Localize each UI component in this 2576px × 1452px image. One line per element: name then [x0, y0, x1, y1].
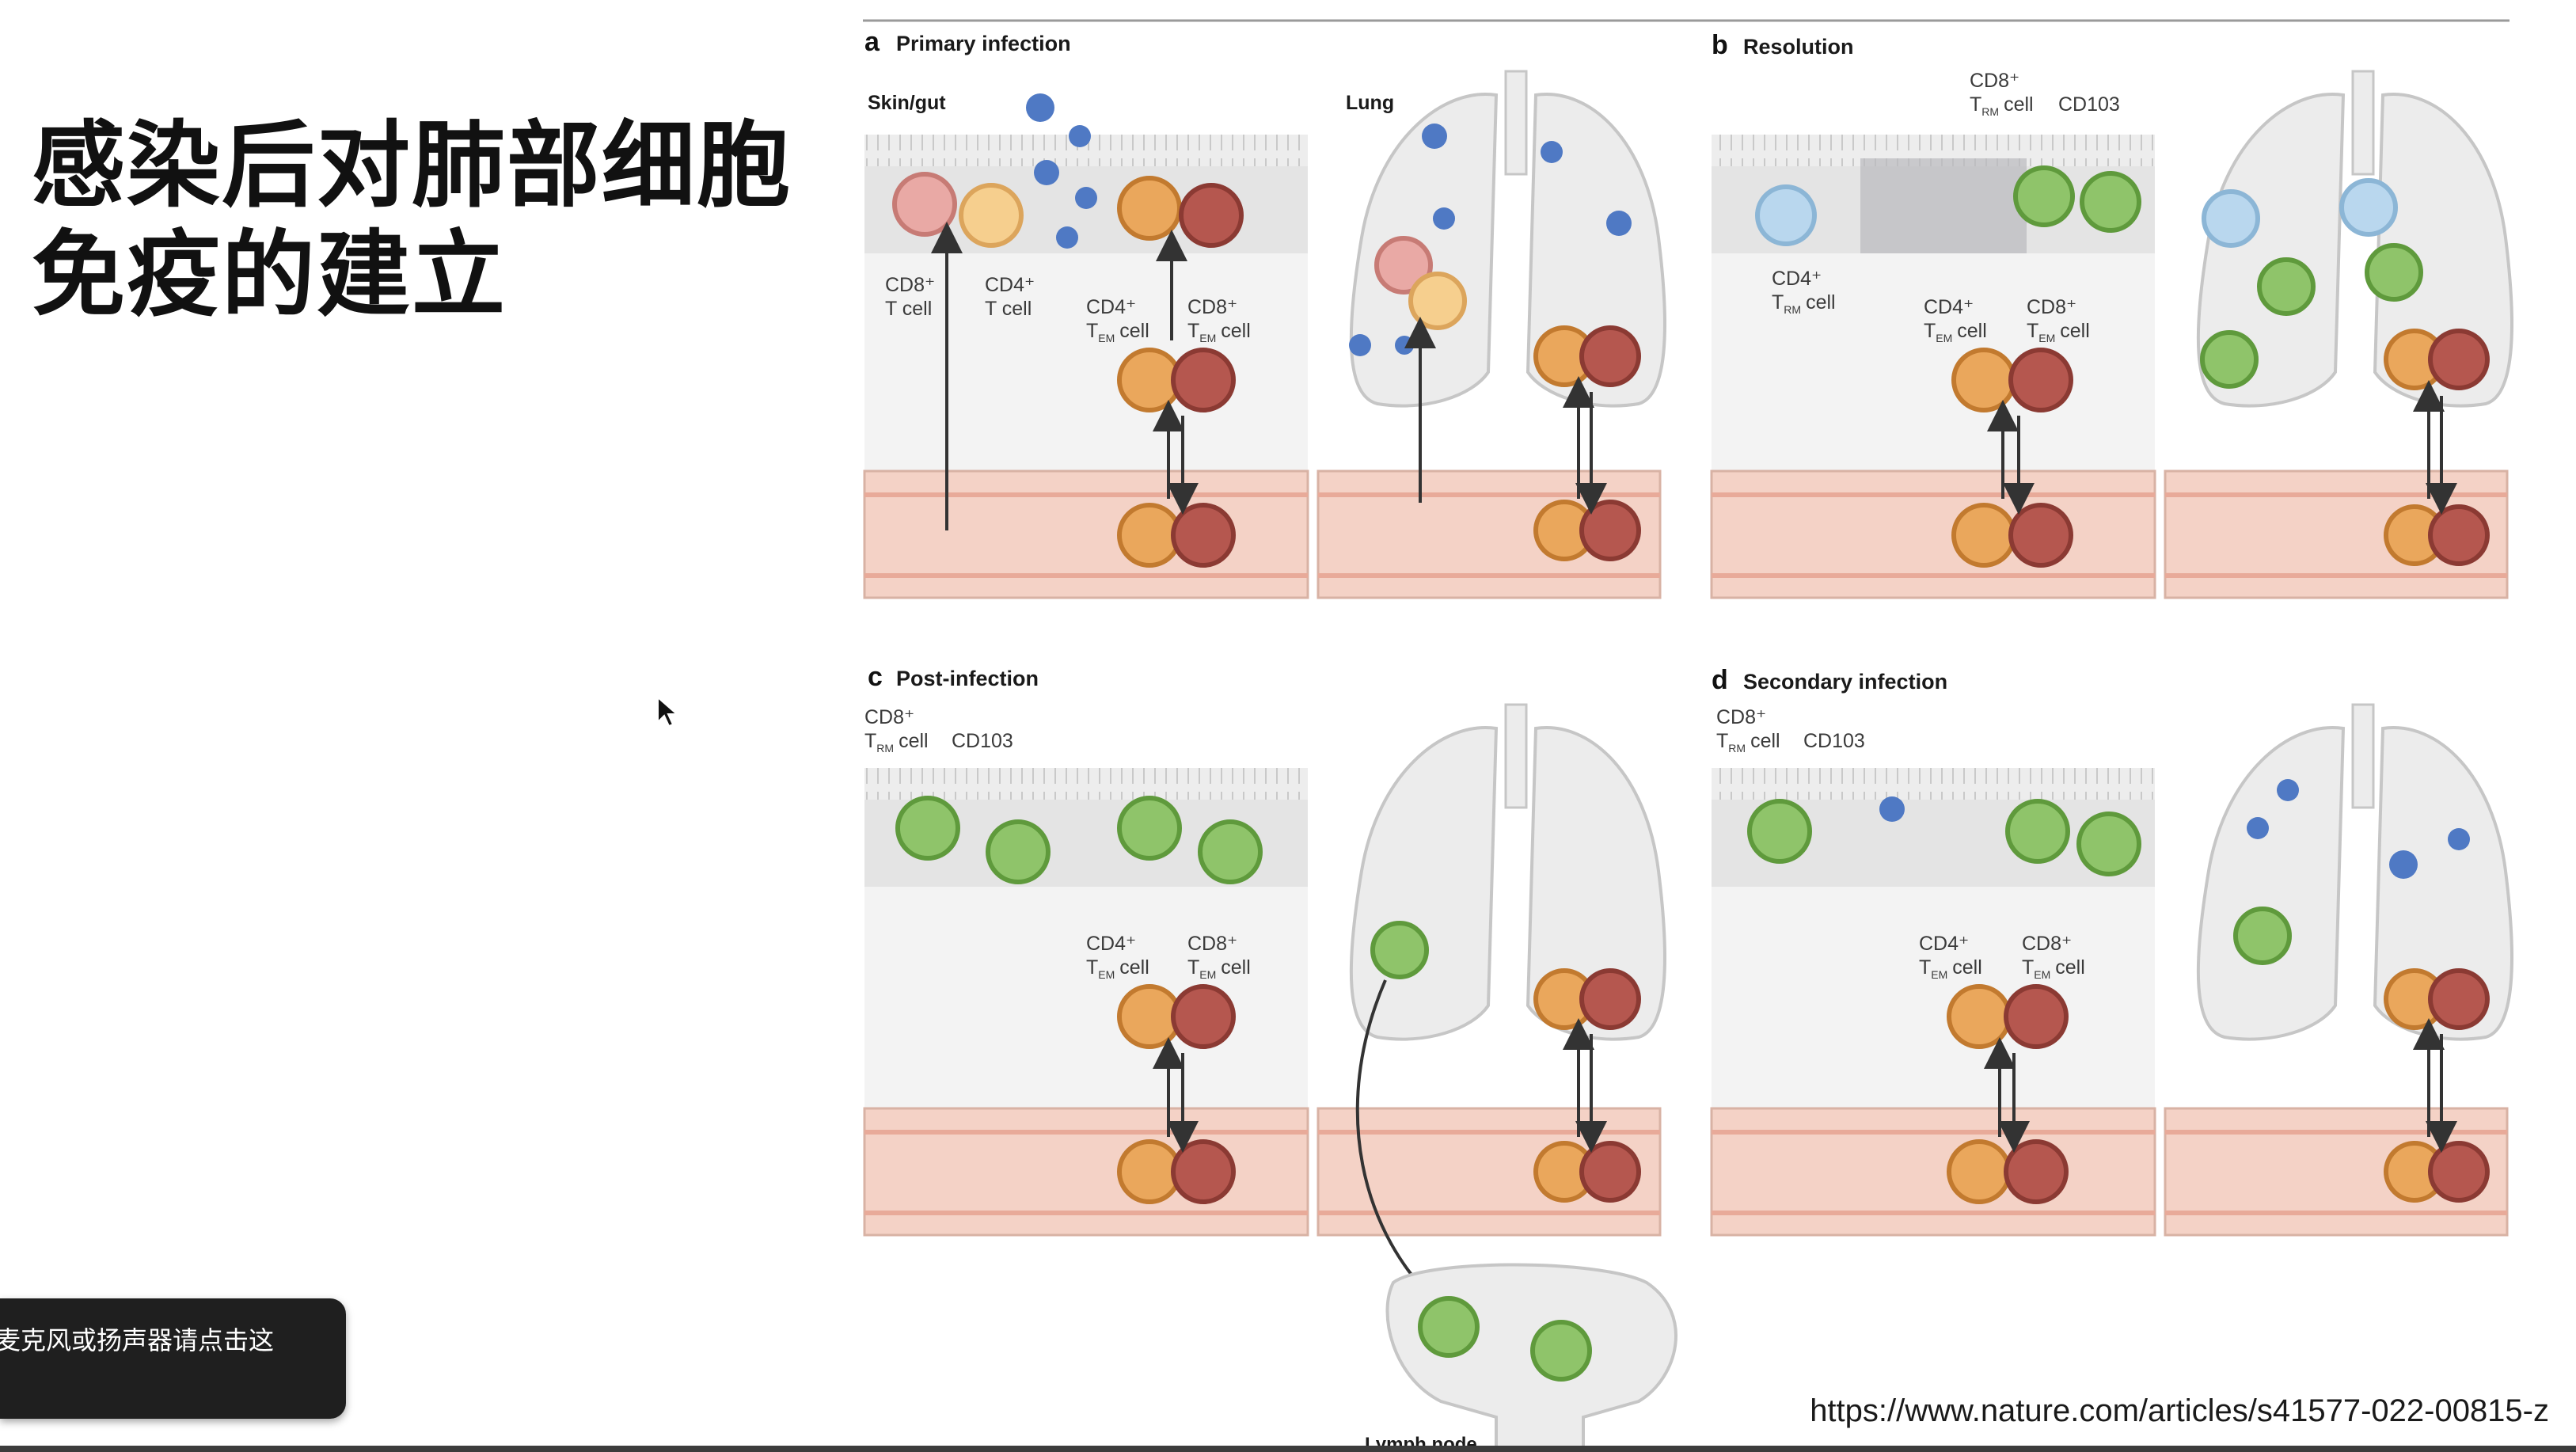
svg-text:CD8⁺: CD8⁺	[1716, 706, 1766, 728]
naive-cd4-cell	[959, 183, 1024, 248]
blood-vessel	[863, 469, 1309, 599]
panel-b-letter: b	[1712, 30, 1728, 60]
panel-a-letter: a	[864, 27, 880, 57]
toast-message: 麦克风或扬声器请点击这	[0, 1325, 275, 1355]
cd8-tem-cell	[1171, 348, 1236, 412]
trachea	[1504, 70, 1528, 176]
panel-d-title: Secondary infection	[1743, 670, 1947, 694]
cd8-tem-cell	[1171, 503, 1236, 568]
cd8-label: CD8⁺	[885, 274, 935, 296]
panel-a-title: Primary infection	[896, 32, 1071, 55]
source-url: https://www.nature.com/articles/s41577-0…	[1810, 1393, 2549, 1428]
mouse-cursor-icon	[657, 697, 678, 728]
audio-permission-toast[interactable]: 麦克风或扬声器请点击这	[0, 1298, 346, 1419]
panel-c-letter: c	[868, 662, 883, 692]
panel-a: a Primary infection Skin/gut Lung CD8⁺ T…	[863, 27, 1666, 599]
svg-text:CD103: CD103	[952, 730, 1013, 752]
panel-c-title: Post-infection	[896, 667, 1039, 690]
title-line-2: 免疫的建立	[32, 220, 507, 329]
cd8-label: CD8⁺	[1187, 296, 1237, 318]
cd8-trm-cell	[2080, 171, 2141, 233]
immune-figure: a Primary infection Skin/gut Lung CD8⁺ T…	[863, 19, 2513, 1452]
lung-label: Lung	[1346, 92, 1394, 114]
cd8-tem-cell	[1179, 183, 1244, 248]
cd4-label: CD4⁺	[1086, 296, 1136, 318]
svg-text:CD4⁺: CD4⁺	[1772, 268, 1822, 290]
cd8-trm-cell	[2013, 165, 2075, 227]
cd4-tem-cell	[1117, 176, 1182, 241]
cd4-label: CD4⁺	[985, 274, 1035, 296]
cd8-label: CD8⁺	[1970, 70, 2019, 92]
svg-text:CD4⁺: CD4⁺	[1924, 296, 1974, 318]
cd4-trm-cell	[1755, 184, 1817, 246]
t-cell-label: T cell	[985, 298, 1032, 320]
svg-text:CD8⁺: CD8⁺	[2027, 296, 2076, 318]
svg-text:CD8⁺: CD8⁺	[2022, 933, 2072, 955]
naive-cd8-cell	[892, 172, 957, 237]
panel-d-letter: d	[1712, 665, 1728, 695]
panel-b-title: Resolution	[1743, 35, 1854, 59]
virus-particles	[1026, 93, 1097, 249]
svg-text:CD8⁺: CD8⁺	[864, 706, 914, 728]
svg-text:CD4⁺: CD4⁺	[1086, 933, 1136, 955]
t-cell-label: T cell	[885, 298, 932, 320]
damaged-epithelium	[1860, 158, 2027, 253]
title-line-1: 感染后对肺部细胞	[32, 111, 792, 220]
bottom-bar	[0, 1446, 2576, 1452]
svg-text:CD8⁺: CD8⁺	[1187, 933, 1237, 955]
cd103-label: CD103	[2058, 93, 2120, 116]
skin-gut-label: Skin/gut	[868, 92, 946, 114]
svg-text:CD103: CD103	[1803, 730, 1865, 752]
svg-text:CD4⁺: CD4⁺	[1919, 933, 1969, 955]
cd4-tem-cell	[1117, 348, 1182, 412]
slide-title: 感染后对肺部细胞 免疫的建立	[32, 111, 792, 329]
cd4-tem-cell	[1117, 503, 1182, 568]
